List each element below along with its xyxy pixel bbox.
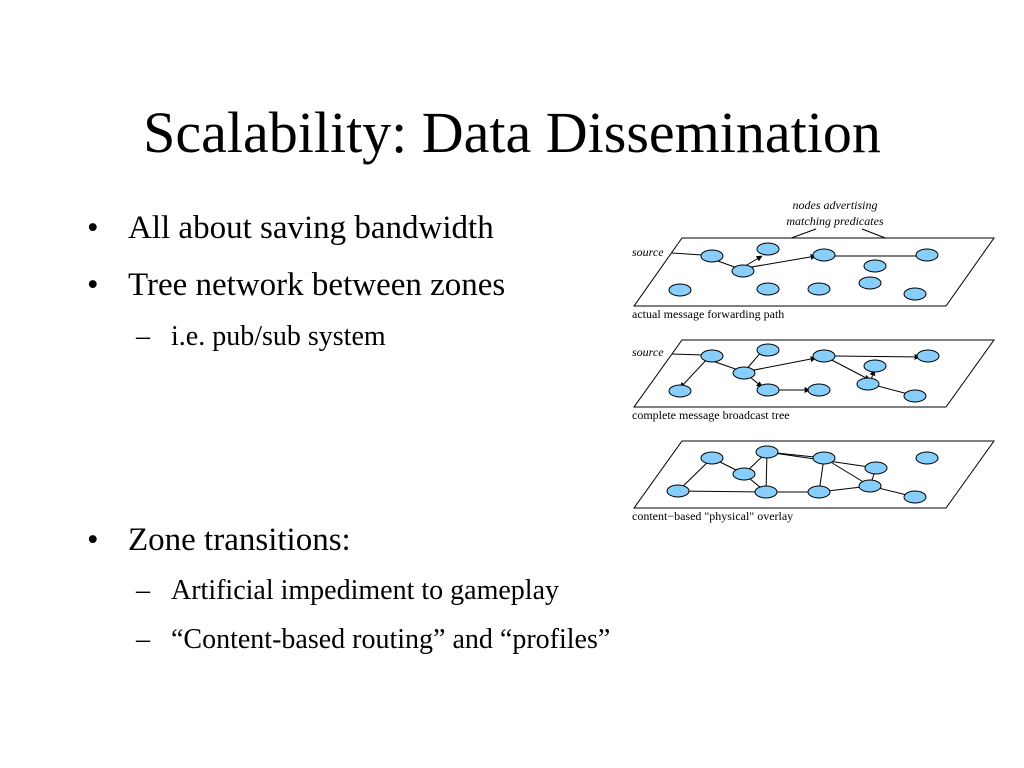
layered-network-diagram: nodes advertising matching predicates so… [632,198,995,523]
annotation-line-1: nodes advertising [793,198,878,212]
nodes [668,242,939,301]
source-pointer [671,252,703,256]
nodes [668,343,940,403]
layer-caption: actual message forwarding path [632,307,784,321]
bullet-text: All about saving bandwidth [128,210,494,246]
annotation-line-2: matching predicates [786,214,884,228]
layer-plane [633,339,995,408]
layer-broadcast-tree: source [632,339,995,422]
bullet-text: Zone transitions: [128,522,351,558]
nodes [666,445,939,504]
sub-bullet-text: “Content-based routing” and “profiles” [171,624,611,655]
sub-bullet-mark: – [136,624,150,655]
bullet-mark: • [87,522,99,558]
sub-bullet-mark: – [136,321,150,352]
layer-plane [633,237,995,307]
layer-physical-overlay: content−based "physical" overlay [632,440,995,523]
bullet-mark: • [87,267,99,303]
layer-caption: content−based "physical" overlay [632,509,793,523]
layer-forwarding-path: source actual message fo [632,237,995,321]
bullet-text: Tree network between zones [128,267,506,303]
slide-title: Scalability: Data Dissemination [143,100,881,165]
source-label: source [632,245,664,259]
sub-bullet-mark: – [136,575,150,606]
source-label: source [632,345,664,359]
layer-plane [633,440,995,509]
sub-bullet-text: i.e. pub/sub system [171,321,386,352]
bullet-mark: • [87,210,99,246]
edges [703,253,925,270]
source-pointer [671,353,705,356]
layer-caption: complete message broadcast tree [632,408,790,422]
sub-bullet-text: Artificial impediment to gameplay [171,575,559,606]
